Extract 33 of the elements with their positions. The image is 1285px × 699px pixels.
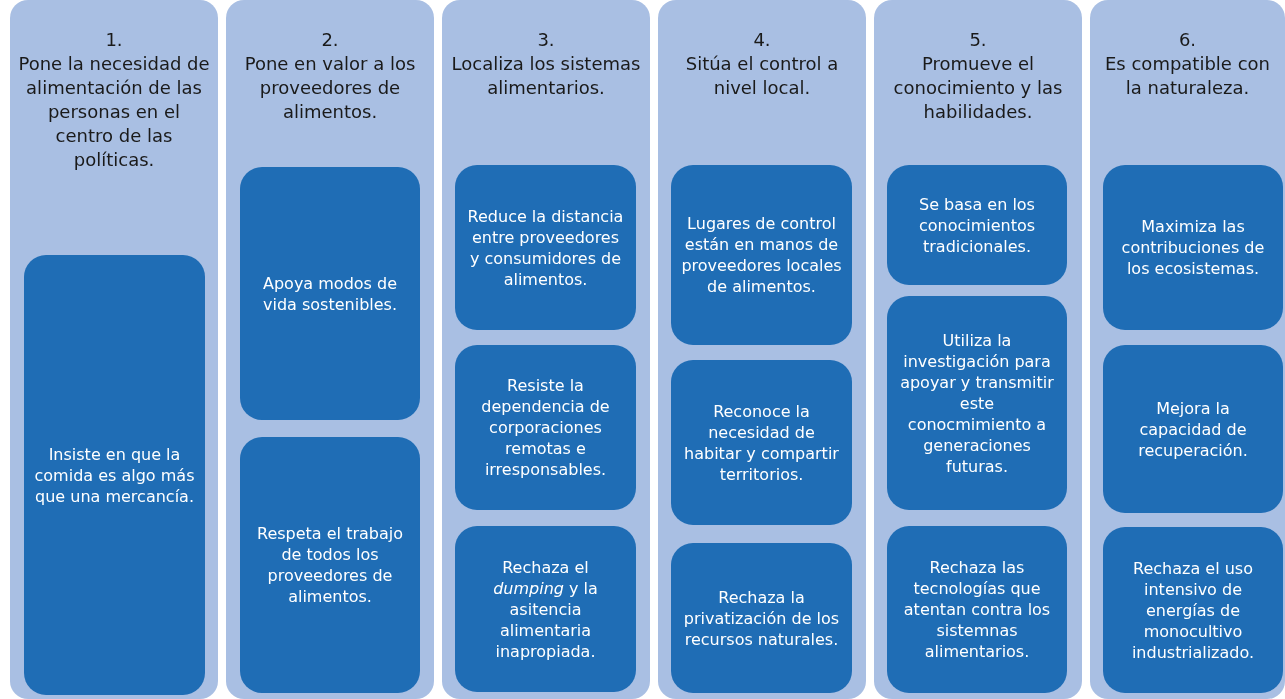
principle-box: Mejora la capacidad de recuperación. xyxy=(1103,345,1283,513)
column-heading: Sitúa el control a nivel local. xyxy=(684,52,840,100)
column-panel xyxy=(10,0,218,699)
principle-box: Maximiza las contribuciones de los ecosistemas. xyxy=(1103,165,1283,330)
step-number: 6. xyxy=(1177,28,1198,52)
column-heading: Pone en valor a los proveedores de alimentos. xyxy=(243,52,417,124)
step-number: 3. xyxy=(536,28,556,52)
principle-box: Respeta el trabajo de todos los proveedores de alimentos. xyxy=(240,437,420,693)
step-number: 1. xyxy=(104,28,124,52)
column-panel xyxy=(226,0,434,699)
principle-box: Rechaza las tecnologías que atentan contra los sistemnas alimentarios. xyxy=(887,526,1067,693)
principle-box: Rechaza el dumping y la asitencia alimentaria inapropiada. xyxy=(455,526,636,692)
principle-box: Reduce la distancia entre proveedores y consumidores de alimentos. xyxy=(455,165,636,330)
principle-box: Apoya modos de vida sostenibles. xyxy=(240,167,420,420)
column-heading: Promueve el conocimiento y las habilidades. xyxy=(892,52,1064,124)
column-panel xyxy=(442,0,650,699)
step-number: 5. xyxy=(968,28,988,52)
principle-box: Rechaza el uso intensivo de energías de monocultivo industrializado. xyxy=(1103,527,1283,693)
principle-box: Rechaza la privatización de los recursos naturales. xyxy=(671,543,852,693)
column-panel xyxy=(658,0,866,699)
column-heading: Localiza los sistemas alimentarios. xyxy=(450,52,642,100)
column-heading: Pone la necesidad de alimentación de las personas en el centro de las políticas. xyxy=(18,52,210,172)
step-number: 2. xyxy=(320,28,340,52)
principle-box: Resiste la dependencia de corporaciones remotas e irresponsables. xyxy=(455,345,636,510)
step-number: 4. xyxy=(752,28,772,52)
column-panel xyxy=(874,0,1082,699)
principle-box: Utiliza la investigación para apoyar y transmitir este conocmimiento a generaciones futuras. xyxy=(887,296,1067,510)
principle-box: Se basa en los conocimientos tradicionales. xyxy=(887,165,1067,285)
column-panel xyxy=(1090,0,1285,699)
principle-box: Lugares de control están en manos de proveedores locales de alimentos. xyxy=(671,165,852,345)
principle-box: Insiste en que la comida es algo más que una mercancía. xyxy=(24,255,205,695)
column-heading: Es compatible con la naturaleza. xyxy=(1104,52,1271,100)
principle-box: Reconoce la necesidad de habitar y compartir territorios. xyxy=(671,360,852,525)
